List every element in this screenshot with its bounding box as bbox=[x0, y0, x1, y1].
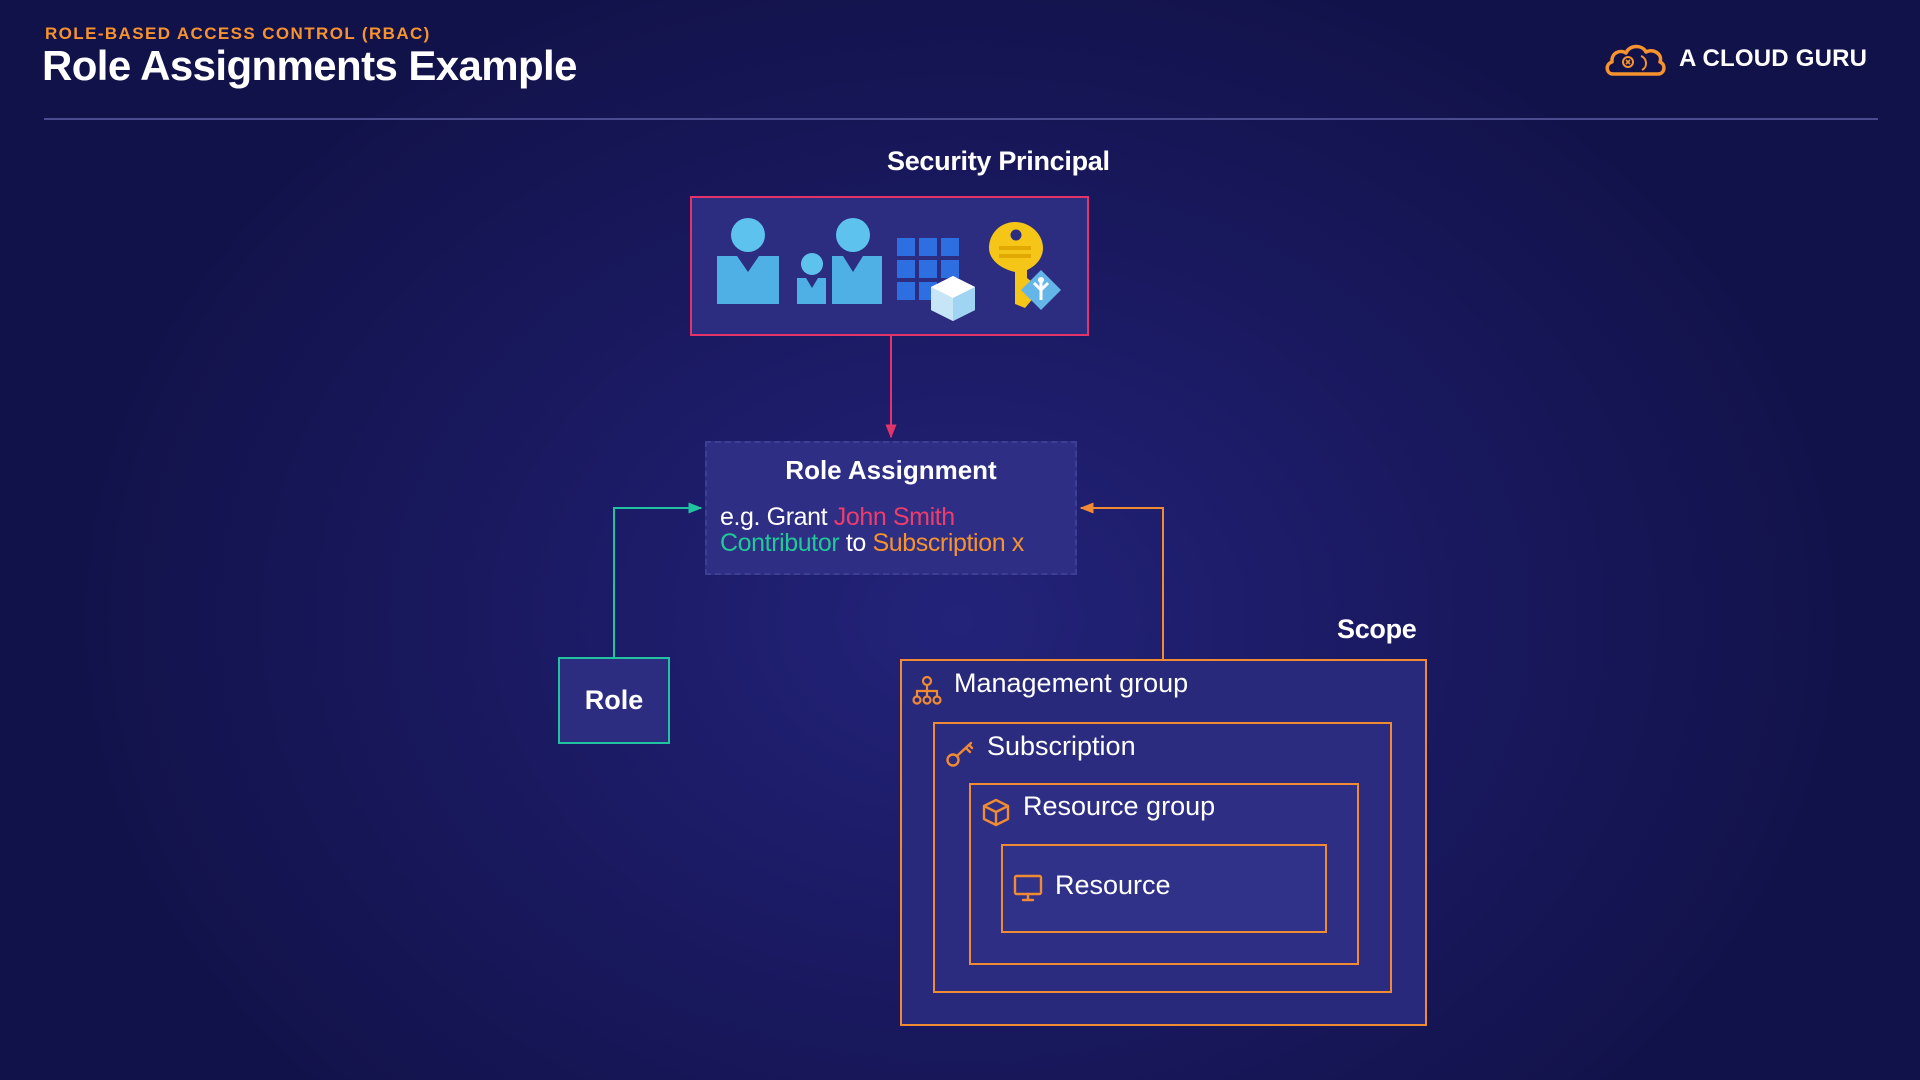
scope-label: Scope bbox=[1337, 614, 1417, 644]
managed-identity-key-icon bbox=[989, 222, 1061, 310]
role-assignment-example-line2: Contributor to Subscription x bbox=[720, 529, 1024, 558]
user-icon bbox=[717, 218, 779, 304]
management-group-label: Management group bbox=[954, 668, 1189, 698]
security-principal-box bbox=[690, 196, 1089, 336]
scope-to-assignment-connector bbox=[1079, 502, 1164, 659]
brand-logo: A CLOUD GURU bbox=[1603, 40, 1867, 78]
resource-box: Resource bbox=[1001, 844, 1327, 933]
example-principal: John Smith bbox=[833, 503, 955, 531]
security-principal-label: Security Principal bbox=[887, 146, 1110, 176]
example-prefix: e.g. Grant bbox=[720, 503, 828, 531]
page-title: Role Assignments Example bbox=[42, 42, 577, 89]
section-kicker: ROLE-BASED ACCESS CONTROL (RBAC) bbox=[45, 24, 431, 43]
cube-icon bbox=[982, 798, 1010, 827]
role-assignment-title: Role Assignment bbox=[785, 455, 997, 485]
role-to-assignment-connector bbox=[613, 502, 703, 657]
role-label: Role bbox=[584, 685, 644, 715]
cloud-logo-icon bbox=[1605, 44, 1666, 76]
brand-name: A CLOUD GURU bbox=[1679, 45, 1868, 72]
role-box: Role bbox=[558, 657, 670, 744]
example-role: Contributor bbox=[720, 529, 840, 557]
role-assignment-example-line1: e.g. Grant John Smith bbox=[720, 503, 955, 532]
group-icon bbox=[797, 218, 882, 304]
service-principal-icon bbox=[897, 238, 975, 321]
hierarchy-icon bbox=[912, 675, 942, 705]
header-divider bbox=[44, 118, 1878, 120]
role-assignment-box: Role Assignment e.g. Grant John Smith Co… bbox=[705, 441, 1077, 575]
example-scope: Subscription x bbox=[872, 529, 1024, 557]
resource-group-label: Resource group bbox=[1023, 791, 1216, 821]
subscription-label: Subscription bbox=[987, 731, 1136, 761]
resource-label: Resource bbox=[1055, 870, 1171, 900]
key-icon bbox=[946, 741, 974, 767]
example-connector: to bbox=[845, 529, 866, 557]
monitor-icon bbox=[1013, 874, 1043, 902]
